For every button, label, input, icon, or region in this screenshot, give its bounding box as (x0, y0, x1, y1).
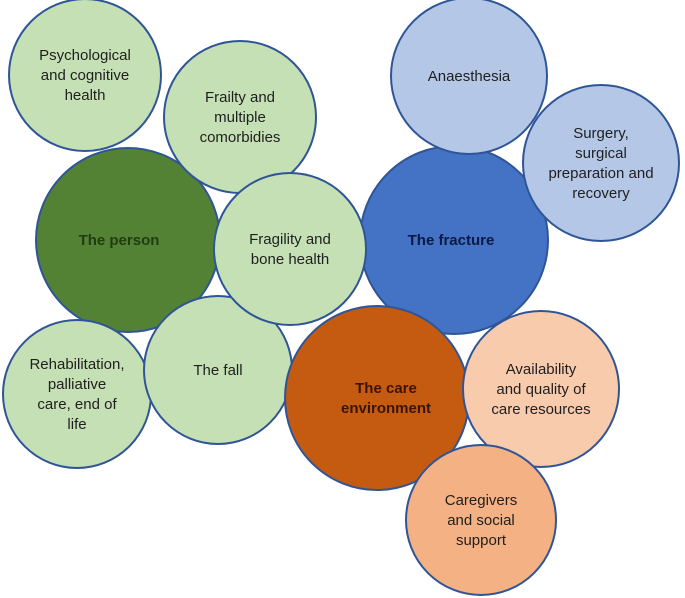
svg-text:The person: The person (79, 232, 160, 249)
svg-text:The fall: The fall (193, 362, 242, 379)
circle-label-line: The fall (193, 362, 242, 379)
svg-text:The fracture: The fracture (408, 232, 495, 249)
circle-psychological: Psychological and cognitive health (8, 0, 162, 152)
circle-caregivers: Caregivers and social support (405, 444, 557, 596)
circle-rehab: Rehabilitation, palliative care, end of lif… (2, 319, 152, 469)
circle-label-line: comorbidies (200, 129, 281, 146)
circle-label-line: and quality of (496, 381, 586, 398)
circle-label-line: The person (79, 232, 160, 249)
circle-label-line: multiple (214, 109, 266, 126)
circle-label-line: support (456, 532, 507, 549)
circle-label-line: recovery (572, 185, 630, 202)
circle-label-line: environment (341, 400, 431, 417)
circle-label-line: Anaesthesia (428, 68, 511, 85)
circle-label-line: palliative (48, 376, 106, 393)
circle-label-line: Frailty and (205, 89, 275, 106)
circle-label-line: bone health (251, 251, 329, 268)
circle-anaesthesia: Anaesthesia (390, 0, 548, 155)
circle-label-line: Availability (506, 361, 577, 378)
circle-fragility: Fragility and bone health (213, 172, 367, 326)
circle-label-line: and social (447, 512, 515, 529)
circle-label-line: care resources (491, 401, 590, 418)
circle-label-line: Fragility and (249, 231, 331, 248)
circle-label-line: and cognitive (41, 67, 129, 84)
circle-availability: Availability and quality of care resources (462, 310, 620, 468)
circle-fall: The fall (143, 295, 293, 445)
svg-text:Anaesthesia: Anaesthesia (428, 68, 511, 85)
circle-label-line: The care (355, 380, 417, 397)
circle-label-line: Rehabilitation, (29, 356, 124, 373)
circle-label-line: life (67, 416, 86, 433)
circle-label-line: health (65, 87, 106, 104)
circle-label-line: preparation and (548, 165, 653, 182)
circle-surgery: Surgery, surgical preparation and recovery (522, 84, 680, 242)
circle-frailty: Frailty and multiple comorbidies (163, 40, 317, 194)
circle-care: The care environment (284, 305, 470, 491)
circle-label-line: The fracture (408, 232, 495, 249)
circle-label-line: Psychological (39, 47, 131, 64)
circle-label-line: Caregivers (445, 492, 518, 509)
circle-label-line: care, end of (37, 396, 117, 413)
circle-label-line: surgical (575, 145, 627, 162)
circle-label-line: Surgery, (573, 125, 629, 142)
